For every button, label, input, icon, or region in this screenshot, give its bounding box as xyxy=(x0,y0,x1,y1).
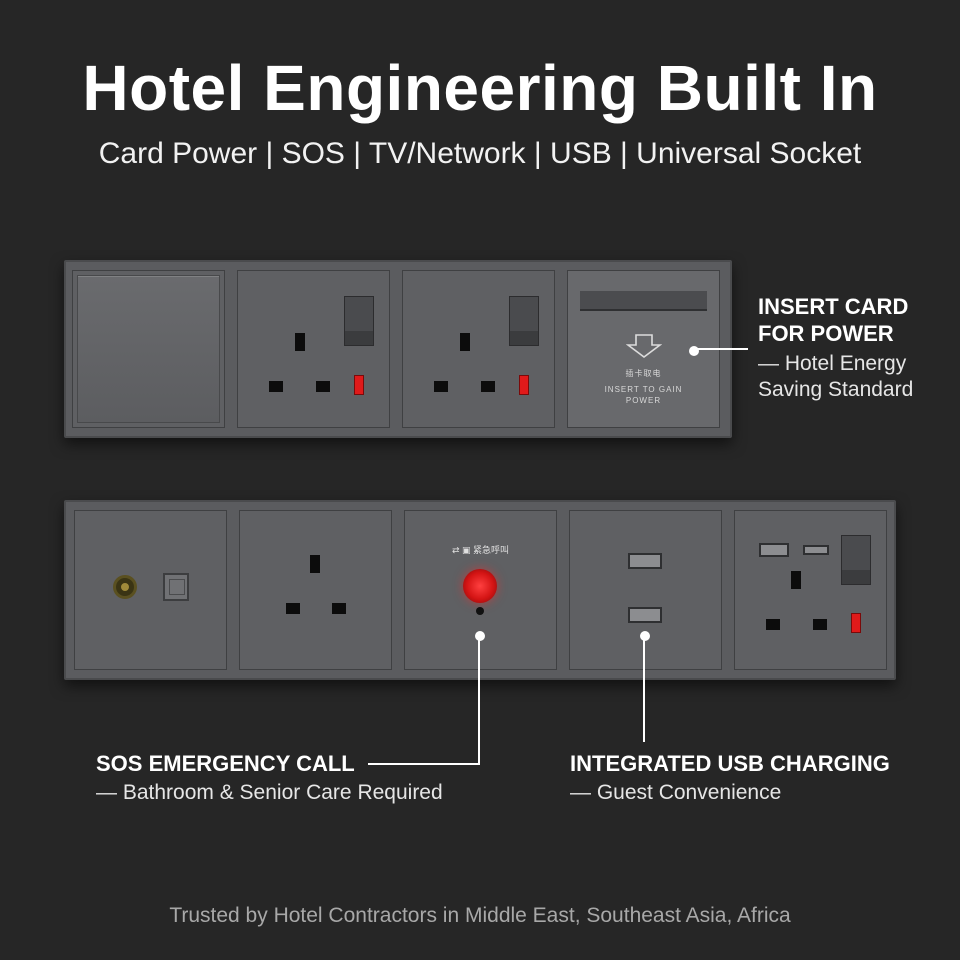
sos-label: ⇄ ▣ 紧急呼叫 xyxy=(451,545,510,555)
usb-c-port[interactable] xyxy=(803,545,829,555)
socket-switch-toggle[interactable] xyxy=(509,296,539,346)
neutral-pin-slot xyxy=(316,381,330,392)
arrow-down-icon xyxy=(626,334,662,358)
rocker-switch[interactable] xyxy=(77,275,220,423)
card-label-line2: POWER xyxy=(625,396,662,405)
universal-socket-module xyxy=(239,510,392,670)
card-callout-sub-2: Saving Standard xyxy=(758,378,914,401)
sos-emergency-button[interactable] xyxy=(463,569,497,603)
neutral-pin-slot xyxy=(332,603,346,614)
sos-callout-title: SOS EMERGENCY CALL xyxy=(96,751,355,776)
usb-port-2[interactable] xyxy=(628,607,662,623)
tv-network-module xyxy=(74,510,227,670)
card-label-chinese: 插卡取电 xyxy=(625,369,662,378)
sos-callout-sub: — Bathroom & Senior Care Required xyxy=(96,781,443,804)
callout-line-sos-horizontal xyxy=(368,763,480,765)
ethernet-port[interactable] xyxy=(163,573,189,601)
socket-module-1 xyxy=(237,270,390,428)
callout-line-card xyxy=(694,348,748,350)
blank-rocker-module xyxy=(72,270,225,428)
usb-callout-title: INTEGRATED USB CHARGING xyxy=(570,751,890,776)
usb-port-1[interactable] xyxy=(628,553,662,569)
sos-pull-cord-hole xyxy=(476,607,484,615)
page-subtitle: Card Power | SOS | TV/Network | USB | Un… xyxy=(98,137,862,170)
power-indicator-led xyxy=(851,613,861,633)
tv-coax-port[interactable] xyxy=(113,575,137,599)
live-pin-slot xyxy=(269,381,283,392)
socket-module-2 xyxy=(402,270,555,428)
usb-port-3[interactable] xyxy=(759,543,789,557)
bottom-socket-panel: ⇄ ▣ 紧急呼叫 xyxy=(64,500,896,680)
top-switch-panel: 插卡取电 INSERT TO GAIN POWER xyxy=(64,260,732,438)
usb-charging-module xyxy=(569,510,722,670)
earth-pin-slot xyxy=(295,333,305,351)
neutral-pin-slot xyxy=(813,619,827,630)
socket-with-usb-module xyxy=(734,510,887,670)
socket-switch-toggle[interactable] xyxy=(344,296,374,346)
card-callout-title-2: FOR POWER xyxy=(758,321,894,346)
card-callout-sub-1: — Hotel Energy xyxy=(758,352,907,375)
power-indicator-led xyxy=(519,375,529,395)
callout-dot-card xyxy=(689,346,699,356)
power-indicator-led xyxy=(354,375,364,395)
page-title: Hotel Engineering Built In xyxy=(82,52,878,124)
card-label-line1: INSERT TO GAIN xyxy=(604,385,683,394)
live-pin-slot xyxy=(434,381,448,392)
callout-dot-usb xyxy=(640,631,650,641)
earth-pin-slot xyxy=(791,571,801,589)
callout-dot-sos xyxy=(475,631,485,641)
sos-module: ⇄ ▣ 紧急呼叫 xyxy=(404,510,557,670)
key-card-slot[interactable] xyxy=(580,291,707,311)
socket-switch-toggle[interactable] xyxy=(841,535,871,585)
earth-pin-slot xyxy=(460,333,470,351)
usb-callout-sub: — Guest Convenience xyxy=(570,781,782,804)
callout-line-sos-vertical xyxy=(478,640,480,764)
footer-text: Trusted by Hotel Contractors in Middle E… xyxy=(169,904,791,927)
callout-line-usb xyxy=(643,640,645,742)
neutral-pin-slot xyxy=(481,381,495,392)
live-pin-slot xyxy=(766,619,780,630)
live-pin-slot xyxy=(286,603,300,614)
card-callout-title-1: INSERT CARD xyxy=(758,294,909,319)
earth-pin-slot xyxy=(310,555,320,573)
